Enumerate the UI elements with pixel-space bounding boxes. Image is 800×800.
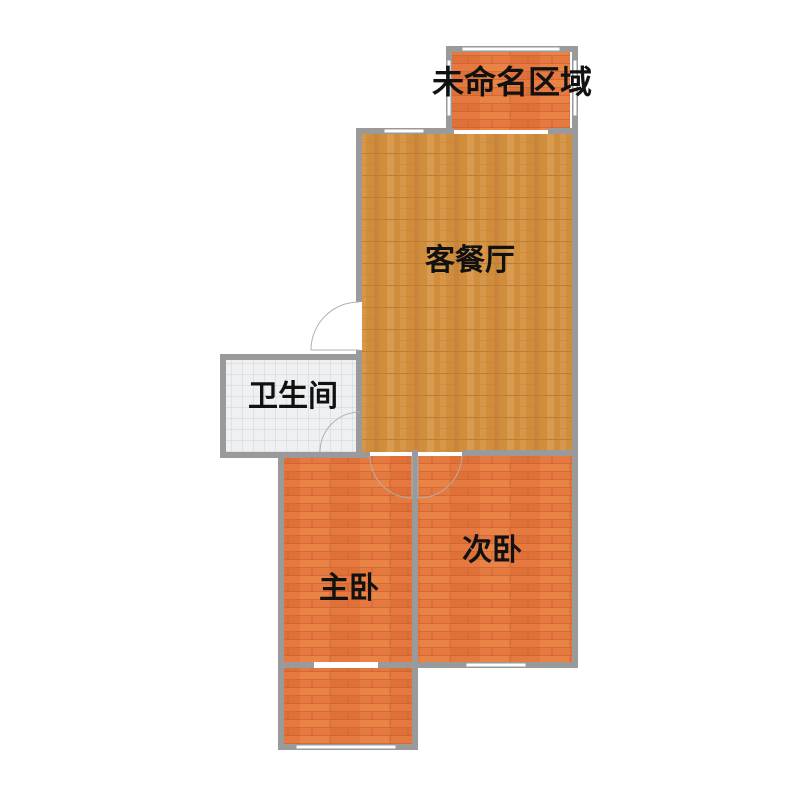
label-master-bedroom: 主卧	[319, 571, 379, 606]
room-labels: 未命名区域 客餐厅 卫生间 主卧 次卧	[248, 63, 592, 606]
door-bathroom	[319, 411, 361, 453]
floor-balcony-south	[284, 668, 412, 744]
doors	[310, 301, 463, 499]
label-living-dining: 客餐厅	[425, 243, 515, 278]
floor-bathroom	[226, 360, 360, 452]
door-second-bedroom	[417, 455, 463, 499]
door-living-west	[310, 301, 360, 351]
floor-second-bedroom	[418, 456, 573, 662]
door-master-bedroom	[369, 455, 413, 499]
label-second-bedroom: 次卧	[462, 533, 522, 568]
windows	[295, 46, 578, 750]
label-bathroom: 卫生间	[248, 379, 338, 414]
floor-living-dining	[362, 134, 572, 452]
label-balcony-north: 未命名区域	[432, 63, 592, 101]
floor-master-bedroom	[284, 456, 412, 662]
floor-balcony-north	[452, 52, 570, 130]
